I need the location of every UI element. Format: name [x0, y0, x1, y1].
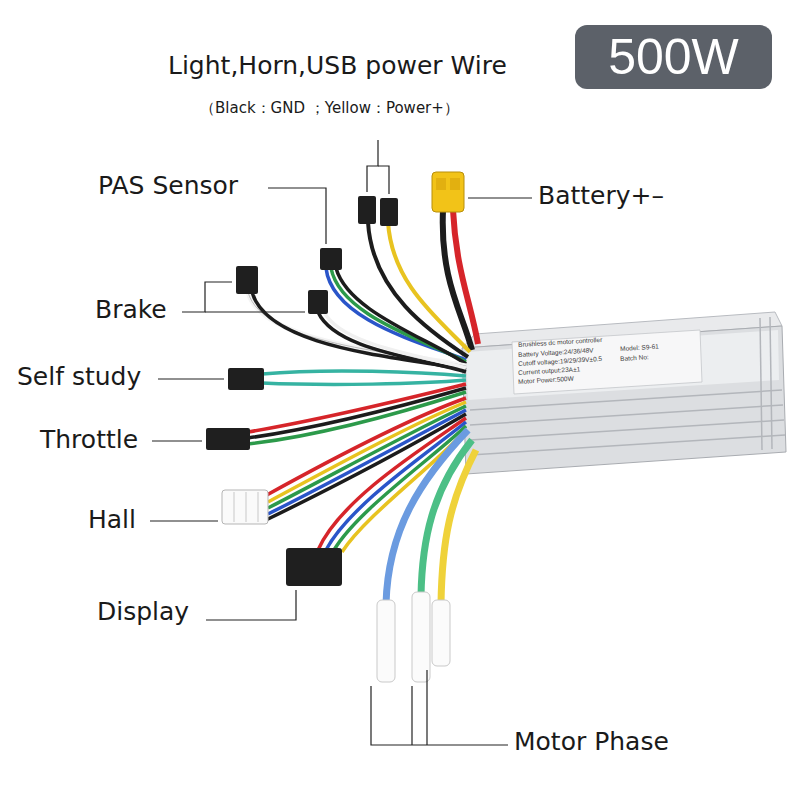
brake-connector: [308, 290, 328, 314]
throttle-wire: [248, 388, 466, 438]
pas-connector: [320, 248, 342, 270]
power-badge: 500W: [575, 25, 772, 89]
badge-text: 500W: [608, 32, 739, 82]
hall-connector-slot: [258, 492, 259, 522]
wire-label: Self study: [17, 363, 141, 392]
wire-label: PAS Sensor: [98, 172, 238, 201]
display-connector: [286, 548, 342, 586]
wire-label: Throttle: [40, 426, 138, 455]
xt60-pin: [450, 178, 460, 190]
wire-label: Display: [97, 598, 189, 627]
brake-wire: [252, 292, 466, 370]
pin-note: （Black：GND ；Yellow：Power+）: [200, 100, 459, 117]
leader-lines: [150, 140, 532, 745]
wire-label: Light,Horn,USB power Wire: [168, 52, 507, 81]
self-study-wire: [262, 371, 466, 376]
self-study-connector: [228, 368, 264, 390]
throttle-connector: [206, 428, 250, 450]
brake-connector: [236, 266, 258, 294]
phase-connector: [432, 600, 450, 666]
housing-face: [462, 326, 786, 474]
xt60-connector: [432, 172, 464, 212]
brake-wire: [248, 292, 466, 366]
phase-wire: [441, 450, 476, 604]
housing-highlight: [466, 330, 779, 400]
hall-connector: [222, 490, 268, 524]
xt60-pin: [436, 178, 446, 190]
brake-wire-edge: [248, 292, 466, 366]
phase-connector: [412, 592, 430, 682]
label-sticker: [512, 330, 702, 394]
wire-label: Brake: [95, 296, 167, 325]
self-study-wire: [262, 380, 466, 384]
housing-fins: [470, 317, 785, 455]
wire-label: Motor Phase: [514, 728, 669, 757]
phase-connector: [377, 600, 395, 682]
brake-wire: [324, 312, 466, 368]
hall-connector-slot: [246, 492, 247, 522]
hall-connector-slot: [234, 492, 235, 522]
light-connector: [358, 196, 376, 224]
light-connector: [380, 198, 398, 226]
brake-wire: [318, 312, 466, 372]
phase-wire: [386, 430, 468, 604]
wire-label: Battery+–: [538, 182, 664, 211]
wire-label: Hall: [88, 506, 136, 535]
